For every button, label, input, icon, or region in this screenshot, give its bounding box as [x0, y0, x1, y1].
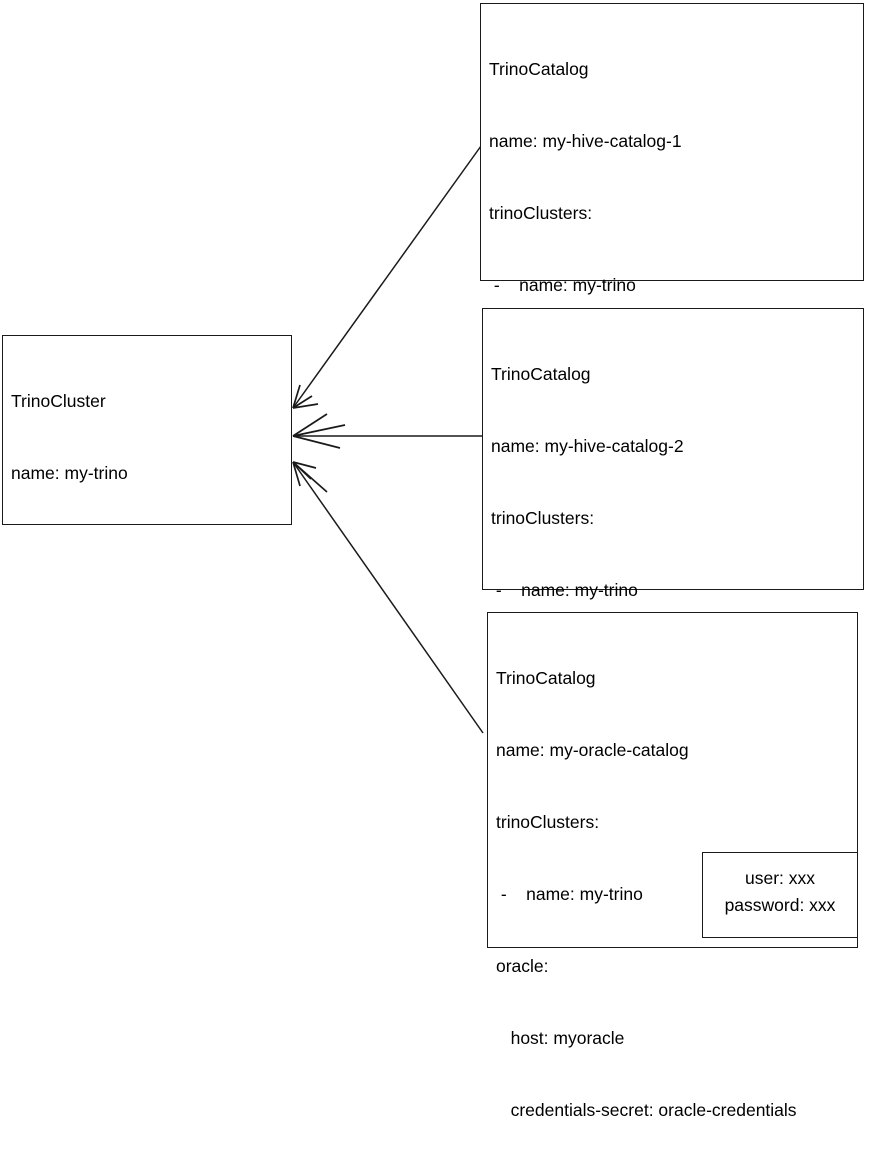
- node-line: - name: my-trino: [491, 580, 638, 600]
- node-line: name: my-hive-catalog-2: [491, 436, 684, 456]
- node-line: trinoClusters:: [496, 812, 600, 832]
- node-line: TrinoCatalog: [489, 59, 589, 79]
- diagram-canvas: TrinoCluster name: my-trino TrinoCatalog…: [2, 3, 864, 1120]
- node-line: TrinoCatalog: [491, 364, 591, 384]
- node-catalog-hive-2[interactable]: TrinoCatalog name: my-hive-catalog-2 tri…: [482, 308, 864, 888]
- node-line: oracle:: [496, 956, 549, 976]
- node-line: name: my-oracle-catalog: [496, 740, 689, 760]
- node-line: host: myoracle: [496, 1028, 625, 1048]
- node-line: trinoClusters:: [489, 203, 593, 223]
- node-line: name: my-hive-catalog-1: [489, 131, 682, 151]
- node-line: - name: my-trino: [496, 884, 643, 904]
- node-line: password: xxx: [724, 895, 836, 915]
- node-line: credentials-secret: oracle-credentials: [496, 1100, 797, 1120]
- node-line: trinoClusters:: [491, 508, 595, 528]
- node-line: - name: my-trino: [489, 275, 636, 295]
- node-line: TrinoCatalog: [496, 668, 596, 688]
- edge-hive1-to-cluster: [292, 145, 482, 409]
- node-trino-cluster[interactable]: TrinoCluster name: my-trino: [2, 335, 292, 525]
- node-catalog-hive-1[interactable]: TrinoCatalog name: my-hive-catalog-1 tri…: [480, 3, 864, 655]
- node-line: TrinoCluster: [11, 391, 106, 411]
- node-line: name: my-trino: [11, 463, 128, 483]
- edge-hive2-to-cluster: [292, 413, 482, 449]
- node-oracle-secret-text: user: xxx password: xxx: [703, 865, 857, 919]
- node-trino-cluster-text: TrinoCluster name: my-trino: [11, 341, 128, 533]
- node-line: user: xxx: [744, 868, 816, 888]
- edge-oracle-to-cluster: [292, 461, 484, 734]
- node-oracle-secret[interactable]: user: xxx password: xxx: [702, 852, 858, 938]
